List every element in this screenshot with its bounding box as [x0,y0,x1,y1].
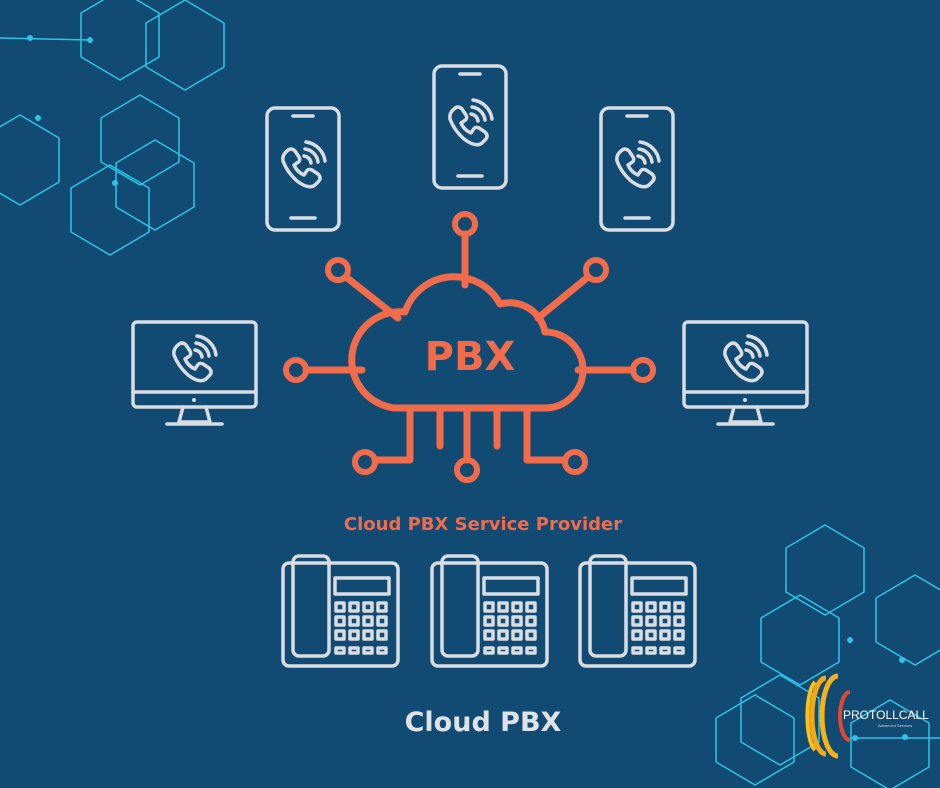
desk-phone-icon [281,554,400,668]
desk-phone-icon [430,554,549,668]
logo-name: PROTOLLCALL [843,708,929,722]
page-title: Cloud PBX [405,707,562,738]
hexagon-decoration-bottom-right [715,524,940,788]
smartphone-icon [267,108,339,230]
cloud-network-icon: PBX [283,211,656,483]
smartphone-icon [601,108,673,230]
hexagon-decoration-top-left [0,0,225,256]
desktop-monitor-icon [684,322,807,424]
desk-phone-icon [578,554,697,668]
desktop-monitor-icon [133,322,256,424]
logo-tagline: Advanced Services [878,723,912,728]
pbx-label: PBX [425,334,516,380]
smartphone-icon [434,66,506,188]
service-provider-label: Cloud PBX Service Provider [344,514,622,535]
protollcall-logo: PROTOLLCALL Advanced Services [805,673,929,759]
